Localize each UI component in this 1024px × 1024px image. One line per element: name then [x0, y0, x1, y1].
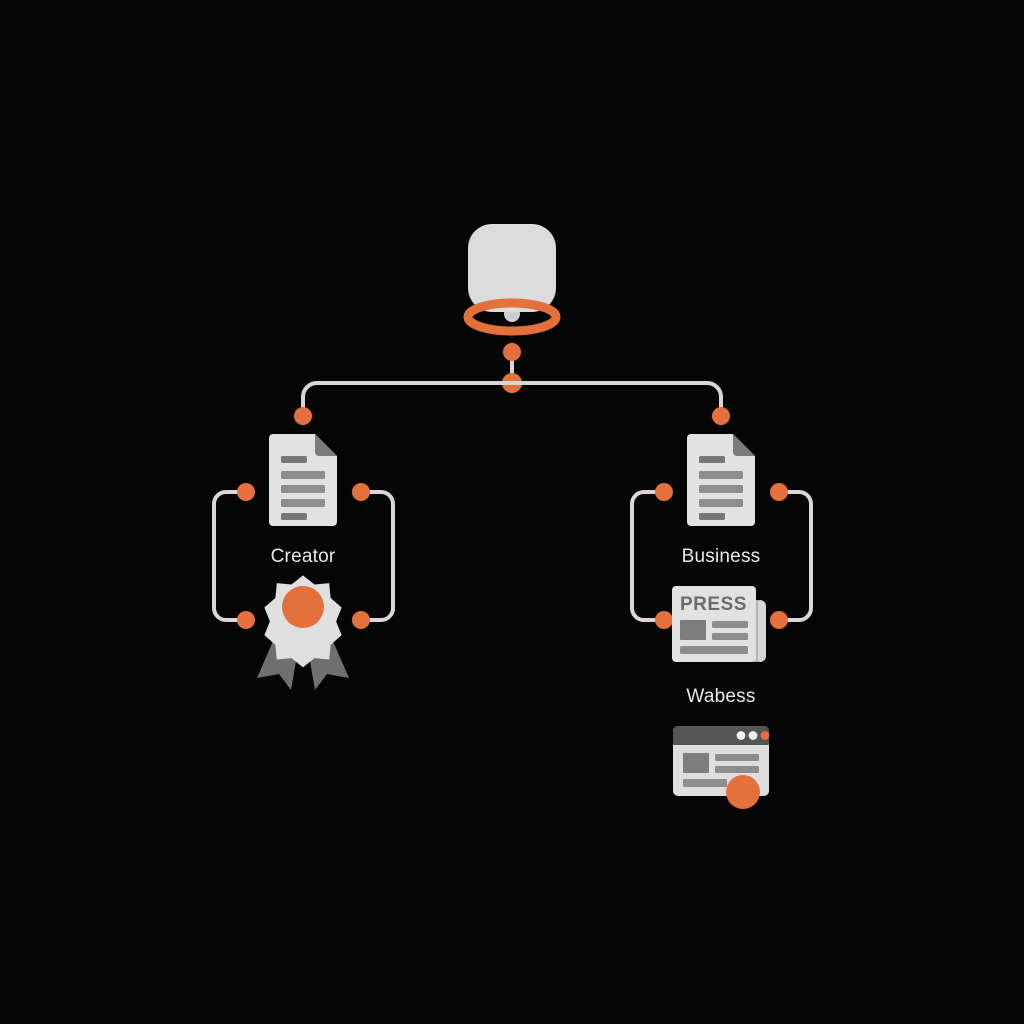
connector-dot-branch-left: [294, 407, 312, 425]
browser-dot-2: [748, 731, 758, 740]
document-icon-business[interactable]: [687, 434, 755, 526]
bracket-dot-creator-tr: [352, 483, 370, 501]
sub-node-label-wabess: Wabess: [686, 686, 756, 707]
branch-label-business: Business: [681, 546, 761, 567]
bracket-dot-business-tr: [770, 483, 788, 501]
branch-bracket-business: [630, 483, 813, 629]
bracket-dot-creator-tl: [237, 483, 255, 501]
browser-window-icon[interactable]: [673, 726, 770, 809]
bracket-dot-business-bl: [655, 611, 673, 629]
root-stem-connector: [502, 343, 522, 393]
branch-bus-connector: [294, 381, 730, 425]
bracket-dot-creator-br: [352, 611, 370, 629]
browser-dot-1: [736, 731, 746, 740]
bracket-dot-business-tl: [655, 483, 673, 501]
browser-accent-dot: [726, 775, 760, 809]
branch-bracket-creator: [212, 483, 395, 629]
branch-label-creator: Creator: [270, 546, 336, 567]
map-pin-icon[interactable]: [463, 224, 561, 336]
connector-dot-root-top: [503, 343, 521, 361]
bracket-dot-creator-bl: [237, 611, 255, 629]
newspaper-press-icon[interactable]: PRESS: [672, 586, 766, 662]
press-headline: PRESS: [680, 594, 747, 615]
document-icon-creator[interactable]: [269, 434, 337, 526]
browser-dot-3: [760, 731, 770, 740]
bracket-dot-business-br: [770, 611, 788, 629]
connector-dot-branch-right: [712, 407, 730, 425]
award-badge-icon[interactable]: [257, 575, 349, 690]
